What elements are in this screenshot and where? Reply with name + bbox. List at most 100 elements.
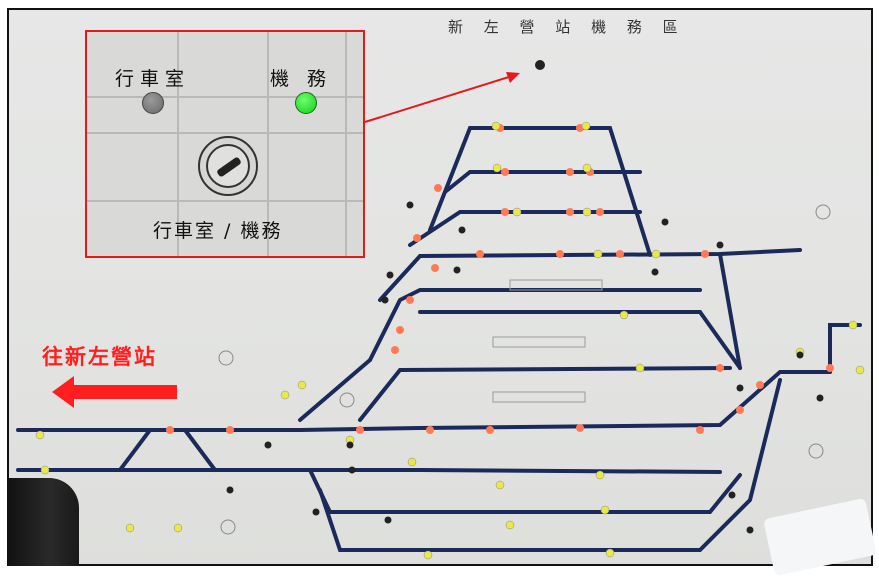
inset-zoom-panel: 行車室 機 務 行車室 / 機務 (85, 30, 365, 258)
signal-lamp-yellow (40, 465, 50, 475)
signal-lamp-red (501, 168, 509, 176)
control-room-lamp (142, 92, 164, 114)
panel-knob (746, 526, 754, 534)
signal-lamp-yellow (582, 207, 592, 217)
panel-knob (453, 266, 461, 274)
track-bottom-1 (308, 468, 742, 514)
signal-lamp-yellow (505, 520, 515, 530)
destination-arrow (52, 376, 177, 408)
panel-knob (226, 486, 234, 494)
track-loop-4 (378, 248, 802, 302)
signal-lamp-yellow (600, 505, 610, 515)
signal-lamp-red (406, 296, 414, 304)
signal-lamp-red (396, 326, 404, 334)
board-title: 新 左 營 站 機 務 區 (448, 18, 686, 36)
signal-lamp-yellow (173, 523, 183, 533)
panel-knob (458, 226, 466, 234)
signal-lamp-red (696, 426, 704, 434)
signal-lamp-yellow (619, 310, 629, 320)
track-loop-6 (358, 366, 732, 422)
signal-lamp-red (413, 234, 421, 242)
signal-lamp-red (701, 250, 709, 258)
signal-lamp-yellow (855, 365, 865, 375)
signal-lamp-yellow (651, 249, 661, 259)
signal-lamp-yellow (582, 163, 592, 173)
signal-lamp-yellow (35, 430, 45, 440)
switch-handle-icon (216, 156, 242, 178)
signal-lamp-red (426, 426, 434, 434)
maintenance-lamp (295, 92, 317, 114)
maintenance-label: 機 務 (270, 68, 333, 90)
signal-lamp-red (596, 208, 604, 216)
selector-switch[interactable] (198, 136, 258, 196)
signal-lamp-yellow (512, 207, 522, 217)
panel-knob (346, 441, 354, 449)
switch-label: 行車室 / 機務 (153, 220, 283, 242)
panel-knob (312, 508, 320, 516)
signal-lamp-red (566, 208, 574, 216)
track-loop-7 (418, 310, 742, 370)
track-right-branch (718, 252, 742, 370)
signal-lamp-yellow (280, 390, 290, 400)
callout-arrow (364, 72, 520, 123)
track-branch-left (298, 358, 372, 422)
track-crossover-2 (183, 428, 217, 472)
signal-lamp-red (486, 426, 494, 434)
panel-knob (661, 218, 669, 226)
signal-lamp-red (431, 264, 439, 272)
signal-lamp-yellow (423, 550, 433, 560)
signal-lamp-yellow (492, 163, 502, 173)
signal-lamp-red (166, 426, 174, 434)
panel-knob (728, 491, 736, 499)
panel-knob (651, 268, 659, 276)
signal-lamp-red (566, 168, 574, 176)
panel-knob (736, 384, 744, 392)
track-loop-2 (443, 170, 642, 194)
signal-lamp-yellow (593, 249, 603, 259)
panel-knob (816, 394, 824, 402)
track-main-lower (16, 468, 722, 474)
signal-lamp-red (716, 364, 724, 372)
panel-knob (406, 201, 414, 209)
panel-knob (348, 466, 356, 474)
track-main-upper (16, 370, 832, 432)
control-room-label: 行車室 (115, 68, 191, 90)
signal-lamp-red (616, 250, 624, 258)
signal-lamp-yellow (125, 523, 135, 533)
signal-lamp-yellow (848, 320, 858, 330)
signal-lamp-red (576, 424, 584, 432)
track-loop-3 (408, 210, 642, 247)
signal-lamp-yellow (495, 480, 505, 490)
track-bottom-2 (318, 378, 782, 552)
signal-lamp-yellow (297, 380, 307, 390)
signal-lamp-red (501, 208, 509, 216)
track-right-upper (828, 323, 862, 374)
panel-knob (381, 296, 389, 304)
signal-lamp-yellow (491, 121, 501, 131)
track-loop-5 (368, 288, 702, 362)
track-crossover-1 (118, 428, 152, 472)
track-loop-top (428, 126, 652, 257)
signal-lamp-red (756, 381, 764, 389)
signal-lamp-red (391, 346, 399, 354)
signal-lamp-red (476, 250, 484, 258)
signal-lamp-yellow (581, 121, 591, 131)
black-bag (7, 478, 79, 566)
signal-lamp-red (556, 250, 564, 258)
signal-lamp-yellow (407, 457, 417, 467)
signal-lamp-red (356, 426, 364, 434)
panel-knob (716, 241, 724, 249)
signal-lamp-red (434, 184, 442, 192)
panel-knob (386, 271, 394, 279)
signal-lamp-red (826, 364, 834, 372)
signal-lamp-red (226, 426, 234, 434)
signal-lamp-yellow (605, 548, 615, 558)
signal-lamp-yellow (595, 470, 605, 480)
signal-lamp-yellow (635, 363, 645, 373)
panel-knob (264, 441, 272, 449)
signal-lamp-red (736, 406, 744, 414)
destination-label: 往新左營站 (42, 345, 157, 369)
panel-knob (384, 516, 392, 524)
